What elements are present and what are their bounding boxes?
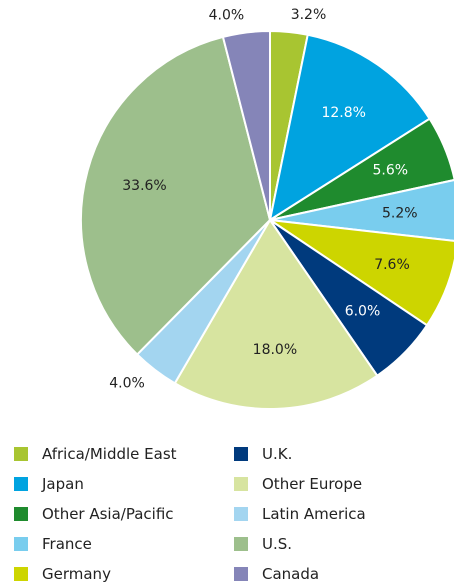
pie-slice-japan xyxy=(268,33,431,223)
legend-swatch xyxy=(14,446,28,461)
pie-slice-other-europe xyxy=(173,218,379,410)
legend-swatch xyxy=(234,566,248,581)
legend-item-france: France xyxy=(14,532,234,555)
legend-item-germany: Germany xyxy=(14,562,234,585)
legend-label: U.S. xyxy=(262,534,293,553)
pie-slice-other-asia-pacific xyxy=(269,117,454,221)
legend-swatch xyxy=(14,566,28,581)
legend-swatch xyxy=(234,476,248,491)
legend-label: Africa/Middle East xyxy=(42,444,177,463)
legend-label: Latin America xyxy=(262,504,366,523)
data-label-africa-middle-east: 3.2% xyxy=(291,7,327,23)
legend-item-u-k: U.K. xyxy=(234,442,434,465)
legend-swatch xyxy=(234,506,248,521)
data-label-germany: 7.6% xyxy=(374,257,410,273)
pie-slice-france xyxy=(269,179,454,242)
data-label-latin-america: 4.0% xyxy=(109,376,145,392)
data-label-other-asia-pacific: 5.6% xyxy=(373,163,409,179)
pie-chart: 3.2% 12.8% 5.6% 5.2% 7.6% 6.0% 18.0% 4.0% 33.6% 4… xyxy=(80,7,454,410)
legend-label: U.K. xyxy=(262,444,293,463)
legend-swatch xyxy=(234,536,248,551)
legend-item-japan: Japan xyxy=(14,472,234,495)
legend-swatch xyxy=(14,506,28,521)
data-label-other-europe: 18.0% xyxy=(253,342,297,358)
legend-label: Other Europe xyxy=(262,474,363,493)
legend-item-latin-america: Latin America xyxy=(234,502,434,525)
legend-swatch xyxy=(234,446,248,461)
data-label-u-s: 33.6% xyxy=(122,178,166,194)
legend-label: Canada xyxy=(262,564,320,583)
legend-label: France xyxy=(42,534,92,553)
legend-item-other-asia-pacific: Other Asia/Pacific xyxy=(14,502,234,525)
data-label-u-k: 6.0% xyxy=(345,303,381,319)
legend-label: Japan xyxy=(42,474,84,493)
legend-item-canada: Canada xyxy=(234,562,434,585)
pie-slice-canada xyxy=(221,29,271,221)
legend-swatch xyxy=(14,536,28,551)
legend-item-other-europe: Other Europe xyxy=(234,472,434,495)
data-label-japan: 12.8% xyxy=(321,105,365,121)
data-label-france: 5.2% xyxy=(382,206,418,222)
legend-swatch xyxy=(14,476,28,491)
pie-slice-u-s xyxy=(80,35,272,356)
legend-label: Germany xyxy=(42,564,111,583)
legend-label: Other Asia/Pacific xyxy=(42,504,174,523)
data-label-canada: 4.0% xyxy=(209,8,245,24)
legend-item-africa-middle-east: Africa/Middle East xyxy=(14,442,234,465)
legend-item-u-s: U.S. xyxy=(234,532,434,555)
